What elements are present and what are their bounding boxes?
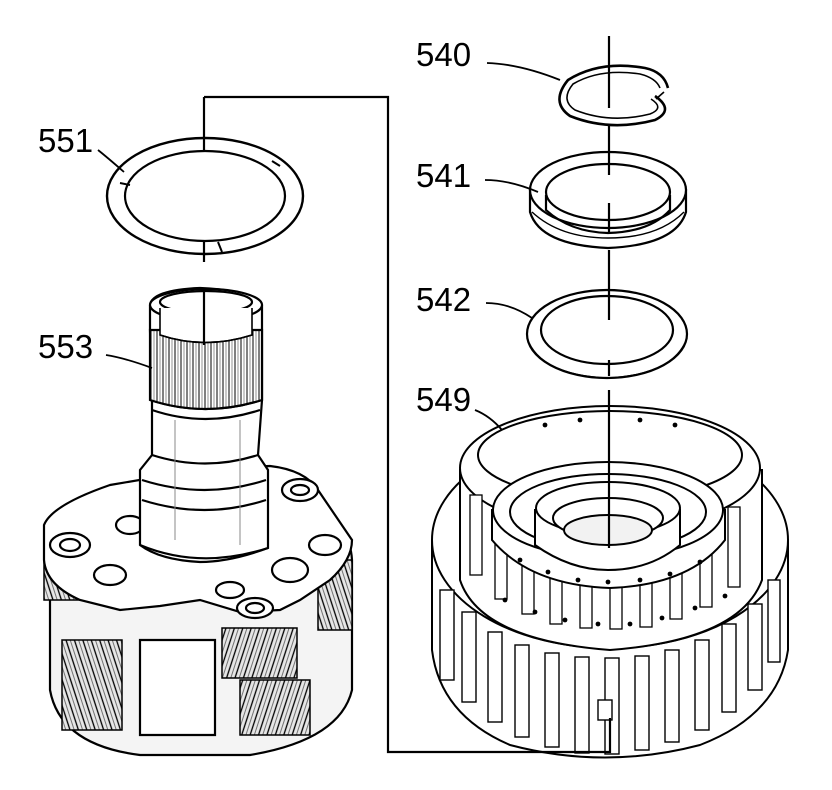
callout-540: 540 <box>416 36 471 73</box>
carrier-assembly-553 <box>42 286 354 757</box>
snap-ring-540 <box>558 64 670 127</box>
thrust-washer-551 <box>105 136 305 256</box>
thrust-washer-542 <box>525 288 689 380</box>
drum-holes <box>502 417 728 627</box>
outer-drum-lugs <box>439 579 781 755</box>
callout-542: 542 <box>416 281 471 318</box>
thrust-bearing-541 <box>528 150 688 250</box>
callout-541: 541 <box>416 157 471 194</box>
pinion-gear-center <box>221 627 298 679</box>
pinion-gear-lower-right <box>239 679 311 736</box>
pinion-gear-left-lower <box>61 639 123 731</box>
leader-lines <box>97 62 561 431</box>
alignment-lines <box>202 36 612 754</box>
callout-551: 551 <box>38 122 93 159</box>
callout-553: 553 <box>38 328 93 365</box>
callout-549: 549 <box>416 381 471 418</box>
